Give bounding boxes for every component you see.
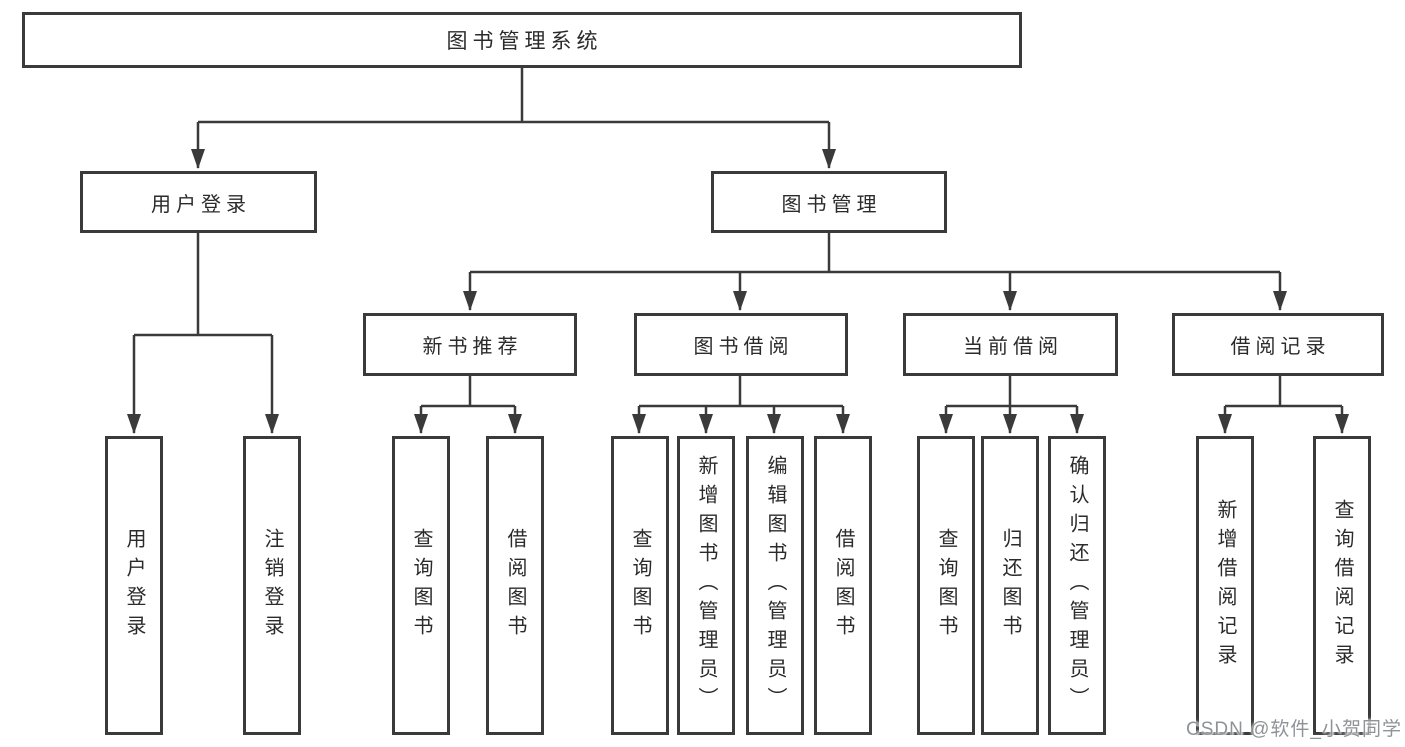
leaf-bb-query-books: 查询图书 (611, 436, 669, 735)
node-label: 图书管理 (781, 193, 882, 216)
node-new-book-recommend: 新书推荐 (363, 313, 577, 376)
node-label: 图书管理系统 (446, 30, 603, 53)
leaf-br-add-borrow-record: 新增借阅记录 (1196, 436, 1254, 735)
node-borrow-records: 借阅记录 (1172, 313, 1384, 376)
leaf-nbr-query-books: 查询图书 (392, 436, 450, 735)
node-book-borrow: 图书借阅 (634, 313, 848, 376)
leaf-user-login: 用户登录 (105, 436, 163, 735)
node-label: 编辑图书（管理员） (764, 455, 786, 716)
leaf-nbr-borrow-books: 借阅图书 (486, 436, 544, 735)
leaf-logout: 注销登录 (243, 436, 301, 735)
leaf-bb-edit-books-admin: 编辑图书（管理员） (746, 436, 804, 735)
leaf-cb-query-books: 查询图书 (917, 436, 975, 735)
node-label: 注销登录 (261, 527, 283, 644)
node-label: 新书推荐 (422, 336, 523, 358)
node-label: 用户登录 (151, 193, 251, 216)
node-label: 查询借阅记录 (1331, 498, 1353, 673)
node-label: 查询图书 (410, 527, 432, 644)
node-label: 图书借阅 (693, 336, 794, 358)
node-user-login: 用户登录 (80, 171, 317, 233)
leaf-cb-confirm-return-admin: 确认归还（管理员） (1048, 436, 1106, 735)
leaf-br-query-borrow-record: 查询借阅记录 (1313, 436, 1371, 735)
node-label: 借阅图书 (504, 527, 526, 644)
node-book-management: 图书管理 (711, 171, 947, 233)
node-label: 新增借阅记录 (1214, 498, 1236, 673)
node-current-borrow: 当前借阅 (903, 313, 1118, 376)
node-label: 新增图书（管理员） (695, 455, 717, 716)
node-label: 用户登录 (123, 527, 145, 644)
leaf-cb-return-books: 归还图书 (981, 436, 1039, 735)
node-label: 确认归还（管理员） (1066, 455, 1088, 716)
node-label: 查询图书 (629, 527, 651, 644)
node-library-management-system: 图书管理系统 (22, 12, 1022, 68)
node-label: 借阅图书 (832, 527, 854, 644)
node-label: 借阅记录 (1230, 336, 1331, 358)
node-label: 查询图书 (935, 527, 957, 644)
node-label: 归还图书 (999, 527, 1021, 644)
leaf-bb-borrow-books: 借阅图书 (814, 436, 872, 735)
node-label: 当前借阅 (963, 336, 1063, 358)
leaf-bb-add-books-admin: 新增图书（管理员） (677, 436, 735, 735)
csdn-watermark: CSDN @软件_小贺同学 (1186, 719, 1402, 740)
